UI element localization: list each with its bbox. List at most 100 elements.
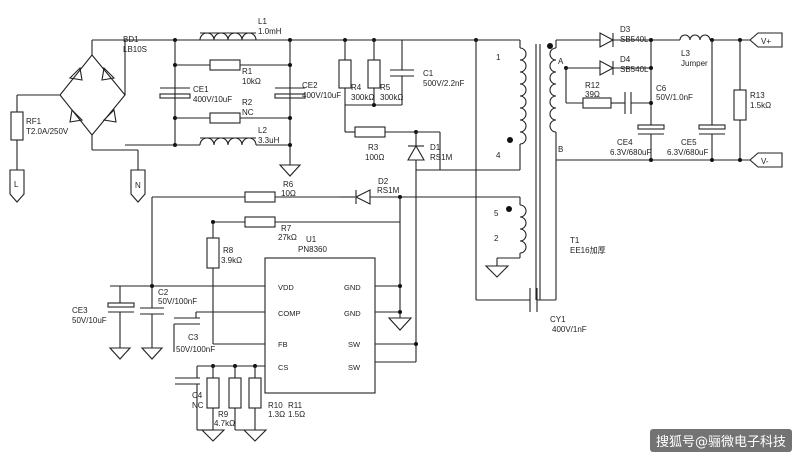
- pin-b-label: B: [558, 145, 563, 154]
- r4-value: 300kΩ: [351, 93, 374, 102]
- capacitor-ce3: [107, 302, 135, 360]
- u1-value: PN8360: [298, 245, 327, 254]
- l3-label: L3: [681, 49, 690, 58]
- resistor-r9: [206, 377, 220, 409]
- d2-value: RS1M: [377, 186, 400, 195]
- c2-value: 50V/100nF: [158, 297, 197, 306]
- resistor-r12: [582, 97, 612, 109]
- c2-label: C2: [158, 288, 169, 297]
- resistor-r4: [338, 59, 352, 89]
- d3-label: D3: [620, 25, 631, 34]
- ground-symbol: [387, 317, 413, 331]
- r9-label: R9: [218, 410, 229, 419]
- r11-value: 1.5Ω: [288, 410, 305, 419]
- r1-value: 10kΩ: [242, 77, 261, 86]
- c3-label: C3: [188, 333, 199, 342]
- transformer-core: [535, 44, 541, 300]
- ic-u1-pn8360: [264, 257, 376, 394]
- ce2-value: 400V/10uF: [302, 91, 341, 100]
- resistor-r2: [175, 112, 290, 124]
- capacitor-c3: [173, 312, 200, 352]
- diode-d2: [340, 189, 400, 205]
- l2-value: 3.3uH: [258, 136, 280, 145]
- pin-cs-label: CS: [278, 363, 288, 372]
- r13-label: R13: [750, 91, 765, 100]
- pin-1-label: 1: [496, 53, 501, 62]
- terminal-vplus: [749, 32, 783, 48]
- capacitor-c2: [140, 286, 164, 360]
- pin-sw1-label: SW: [348, 340, 361, 349]
- ce5-value: 6.3V/680uF: [667, 148, 708, 157]
- l2-label: L2: [258, 126, 267, 135]
- capacitor-ce2: [274, 87, 306, 99]
- r7-value: 27kΩ: [278, 233, 297, 242]
- pin-sw2-label: SW: [348, 363, 361, 372]
- rf1-value: T2.0A/250V: [26, 127, 69, 136]
- ce3-value: 50V/10uF: [72, 316, 107, 325]
- ground-symbol: [200, 429, 226, 442]
- r5-label: R5: [380, 83, 391, 92]
- r9-value: 4.7kΩ: [214, 419, 235, 428]
- terminal-n-label: N: [135, 181, 141, 190]
- t1-value: EE16加厚: [570, 245, 606, 255]
- d3-value: SB540L: [620, 35, 649, 44]
- cy1-label: CY1: [550, 315, 566, 324]
- capacitor-ce1: [159, 87, 191, 99]
- capacitor-c4: [175, 366, 200, 430]
- diode-d1: [407, 132, 425, 362]
- ce3-label: CE3: [72, 306, 88, 315]
- r10-label: R10: [268, 401, 283, 410]
- resistor-r5: [367, 59, 381, 89]
- polarity-dot: [507, 137, 513, 143]
- d4-label: D4: [620, 55, 631, 64]
- capacitor-ce4: [637, 124, 665, 160]
- d2-label: D2: [378, 177, 389, 186]
- resistor-r6: [244, 191, 276, 203]
- transformer-aux-winding: [400, 196, 527, 266]
- resistor-r11: [248, 377, 262, 409]
- rf1-label: RF1: [26, 117, 42, 126]
- resistor-r13: [733, 89, 747, 121]
- terminal-l-label: L: [14, 180, 19, 189]
- resistor-r10: [228, 377, 242, 409]
- cy1-value: 400V/1nF: [552, 325, 587, 334]
- schottky-diode-d4: [599, 60, 651, 76]
- resistor-r3: [354, 126, 386, 138]
- r3-value: 100Ω: [365, 153, 384, 162]
- terminal-n: [92, 149, 146, 203]
- c3-value: 50V/100nF: [176, 345, 215, 354]
- pin-gnd1-label: GND: [344, 283, 361, 292]
- terminal-l: [9, 169, 25, 203]
- ce4-value: 6.3V/680uF: [610, 148, 651, 157]
- inductor-l1: [199, 32, 257, 41]
- l3-value: Jumper: [681, 59, 708, 68]
- r7-label: R7: [281, 224, 292, 233]
- r6-value: 10Ω: [281, 189, 296, 198]
- c6-value: 50V/1.0nF: [656, 93, 693, 102]
- c1-value: 500V/2.2nF: [423, 79, 464, 88]
- r6-label: R6: [283, 180, 294, 189]
- d4-value: SB540L: [620, 65, 649, 74]
- watermark: 搜狐号@骊微电子科技: [649, 429, 792, 452]
- capacitor-c1: [374, 39, 414, 105]
- pin-5-label: 5: [494, 209, 499, 218]
- ce1-value: 400V/10uF: [193, 95, 232, 104]
- ce4-label: CE4: [617, 138, 633, 147]
- pin-fb-label: FB: [278, 340, 288, 349]
- u1-label: U1: [306, 235, 317, 244]
- ground-symbol: [484, 265, 510, 278]
- pin-a-label: A: [558, 57, 564, 66]
- t1-label: T1: [570, 236, 580, 245]
- c1-label: C1: [423, 69, 434, 78]
- ce5-label: CE5: [681, 138, 697, 147]
- ce2-label: CE2: [302, 81, 318, 90]
- d1-value: RS1M: [430, 153, 453, 162]
- r12-label: R12: [585, 81, 600, 90]
- capacitor-ce5: [698, 124, 726, 160]
- pin-4-label: 4: [496, 151, 501, 160]
- r3-label: R3: [368, 143, 379, 152]
- c4-value: NC: [192, 401, 204, 410]
- r13-value: 1.5kΩ: [750, 101, 771, 110]
- r4-label: R4: [351, 83, 362, 92]
